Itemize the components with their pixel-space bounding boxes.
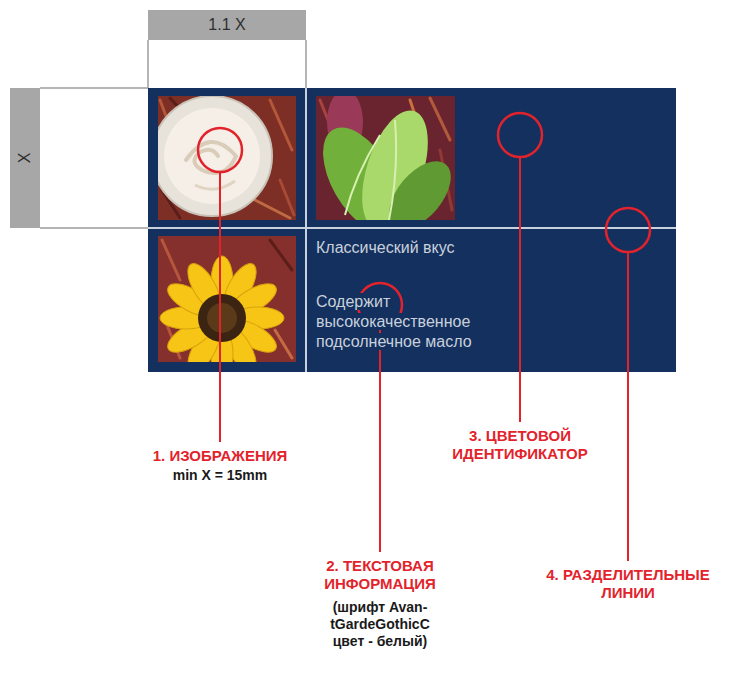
leader-lines [379,327,381,552]
dimension-lines [305,40,307,88]
callout-circles [198,128,242,172]
lettuce-photo [316,96,455,220]
package-text: Классический вкус [316,239,455,256]
sunflower-photo [207,303,237,333]
sunflower-photo [198,294,246,342]
callout-title: 2. ТЕКСТОВАЯ ИНФОРМАЦИЯ [295,557,465,593]
lettuce-photo [430,98,450,140]
leader-lines [627,252,629,561]
cream-photo [164,108,260,204]
sunflower-photo [160,256,284,362]
color-panel-area: Классический вкусСодержит высококачестве… [148,88,676,372]
callout-title: 1. ИЗОБРАЖЕНИЯ [135,447,305,465]
text-block: Классический вкус [316,238,516,258]
sunflower-photo [158,236,296,362]
cream-photo [270,100,292,150]
callout-title: 4. РАЗДЕЛИТЕЛЬНЫЕ ЛИНИИ [528,566,728,602]
sunflower-photo [270,240,292,270]
dimension-lines [40,87,148,89]
lettuce-photo [389,120,396,220]
callout-circles [606,208,650,252]
dimension-box: X [10,88,40,228]
dimension-lines [40,227,148,229]
leader-lines [220,157,628,561]
divider-lines [148,88,676,372]
divider-lines [305,88,307,372]
dimension-label: X [16,153,34,164]
leader-lines [219,172,221,442]
callout-title: 3. ЦВЕТОВОЙ ИДЕНТИФИКАТОР [425,427,615,463]
text-block: Содержит высококачественное подсолнечное… [316,292,481,352]
callout-note: min X = 15mm [135,467,305,484]
lettuce-photo [345,135,380,215]
package-text: Содержит высококачественное подсолнечное… [316,293,472,350]
lettuce-photo [377,150,455,220]
dimension-lines [40,40,306,228]
sunflower-photo [162,240,180,280]
cream-photo [158,96,272,216]
cream-photo [255,200,290,218]
callout-note: (шрифт Avan- tGardeGothicC цвет - белый) [321,599,439,649]
cream-photo [186,142,236,173]
color-panel [148,88,676,372]
lettuce-photo [345,120,396,220]
dimension-label: 1.1 X [208,16,245,34]
cream-photo [195,181,235,189]
dimension-lines [147,40,149,88]
divider-lines [148,227,676,229]
dimension-box: 1.1 X [148,10,306,40]
leader-lines [519,157,521,422]
cream-photo [158,96,296,220]
callout-circles [198,113,650,327]
callout-circles [498,113,542,157]
sunflower-photo [162,240,292,358]
sunflower-photo [275,330,292,358]
cream-photo [280,180,294,215]
